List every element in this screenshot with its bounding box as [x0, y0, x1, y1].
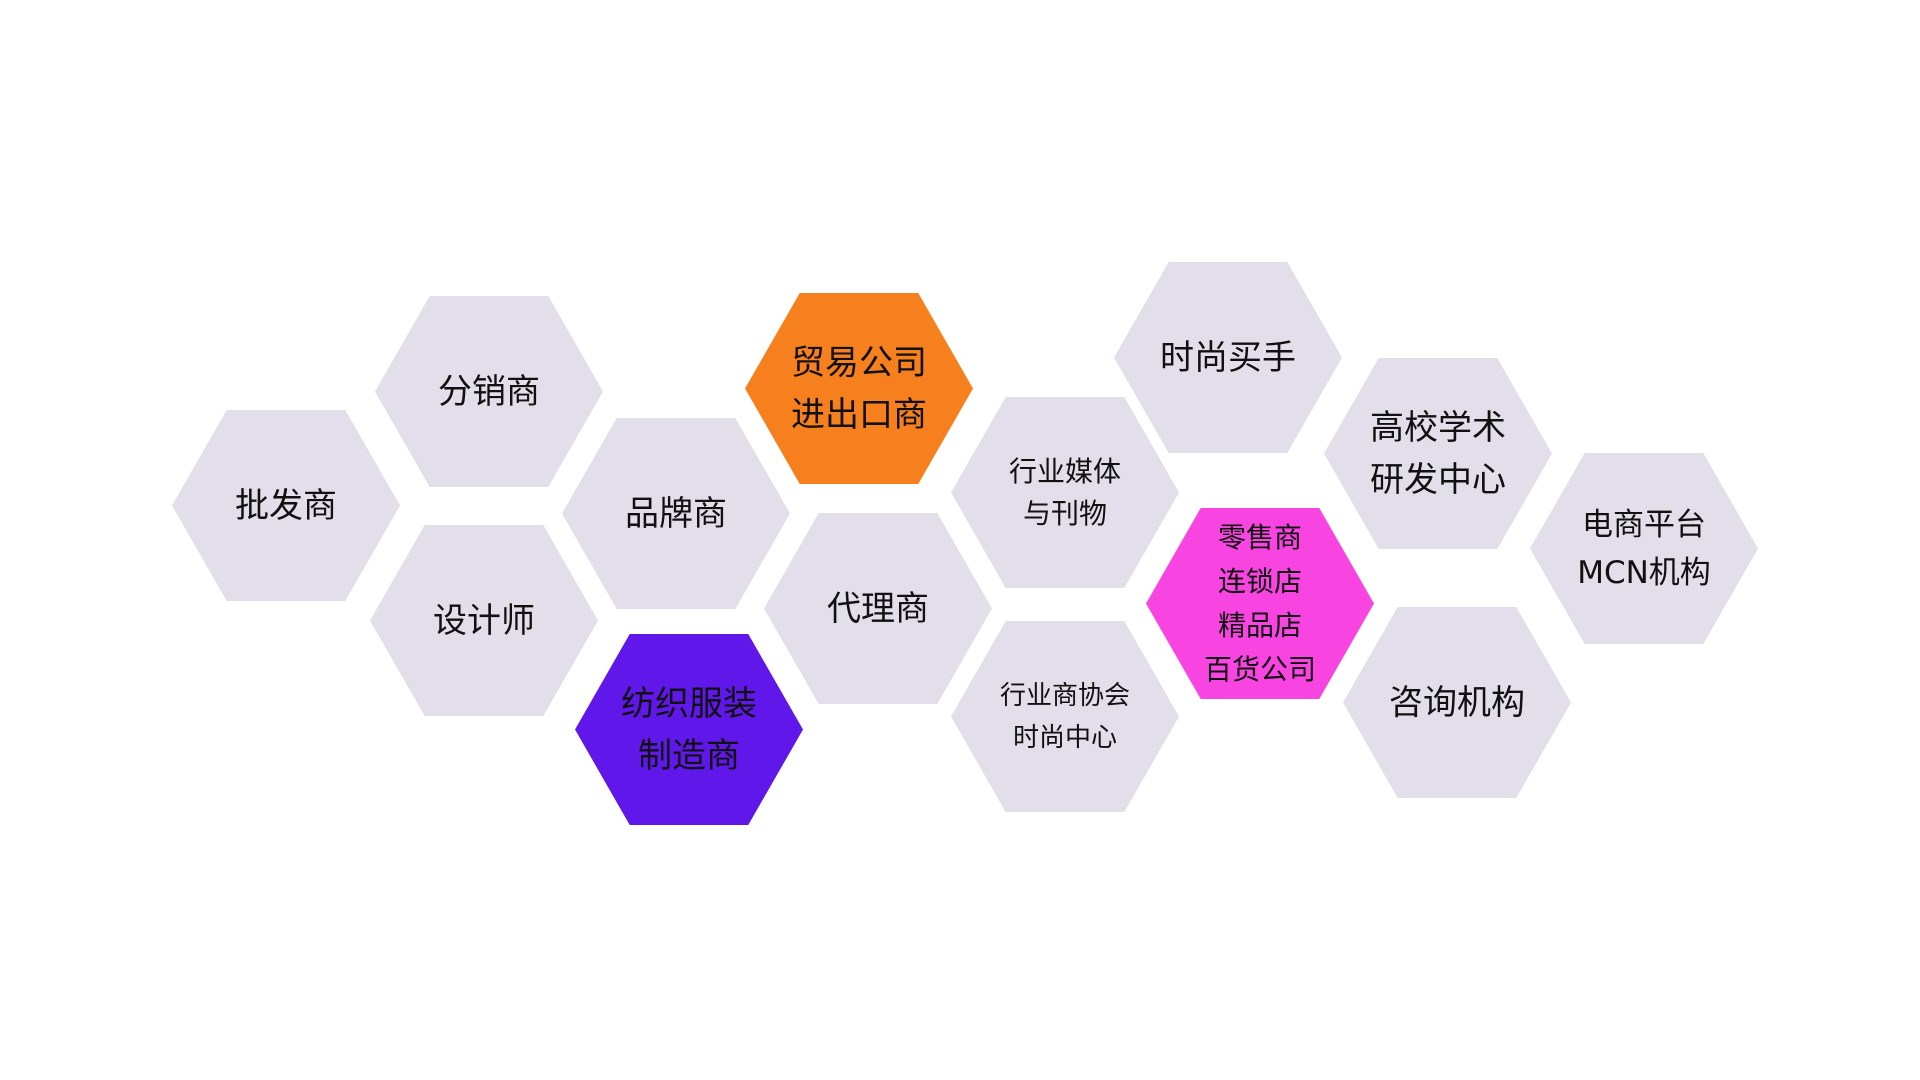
hex-label: 代理商	[827, 588, 929, 629]
hex-trading-company: 贸易公司进出口商	[745, 293, 973, 484]
hex-distributor: 分销商	[375, 296, 603, 487]
hex-label: 百货公司	[1203, 652, 1316, 686]
hex-label: 时尚中心	[1012, 722, 1117, 753]
hex-label: 咨询机构	[1389, 682, 1525, 723]
hex-retailer: 零售商连锁店精品店百货公司	[1146, 508, 1374, 699]
hex-agent: 代理商	[764, 513, 992, 704]
hex-label: 精品店	[1217, 608, 1302, 642]
hex-textile-manufacturer: 纺织服装制造商	[575, 634, 803, 825]
hex-consulting: 咨询机构	[1343, 607, 1571, 798]
hex-label: 零售商	[1217, 520, 1302, 554]
hex-label: 分销商	[438, 371, 540, 412]
hex-label: 行业媒体	[1008, 454, 1121, 488]
hex-label: 纺织服装	[621, 683, 757, 724]
hex-wholesaler: 批发商	[172, 410, 400, 601]
hex-label: 电商平台	[1582, 506, 1706, 543]
hex-label: 设计师	[433, 600, 535, 641]
hex-label: 进出口商	[791, 394, 927, 435]
hex-industry-media: 行业媒体与刊物	[951, 397, 1179, 588]
hex-label: 行业商协会	[999, 680, 1130, 711]
hex-label: 制造商	[638, 735, 740, 776]
hex-industry-association: 行业商协会时尚中心	[951, 621, 1179, 812]
hex-label: 品牌商	[625, 493, 727, 534]
hex-label: 研发中心	[1370, 459, 1506, 500]
hex-label: 批发商	[235, 485, 337, 526]
hex-fashion-buyer: 时尚买手	[1114, 262, 1342, 453]
hex-label: 贸易公司	[791, 342, 927, 383]
hex-label: 与刊物	[1022, 496, 1107, 530]
hex-university-research: 高校学术研发中心	[1324, 358, 1552, 549]
hex-label: 高校学术	[1370, 407, 1506, 448]
hex-label: 时尚买手	[1160, 337, 1296, 378]
hex-designer: 设计师	[370, 525, 598, 716]
hex-label: MCN机构	[1577, 554, 1711, 591]
hex-brand: 品牌商	[562, 418, 790, 609]
hex-label: 连锁店	[1217, 564, 1302, 598]
hex-ecommerce-mcn: 电商平台 MCN机构	[1530, 453, 1758, 644]
